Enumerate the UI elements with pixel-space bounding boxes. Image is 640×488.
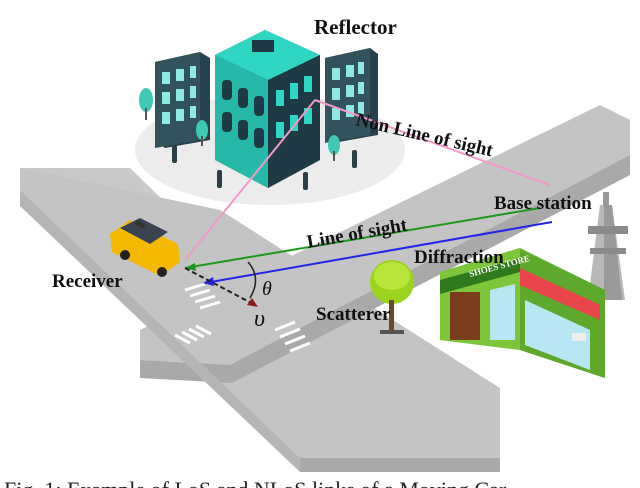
- theta-arc: [247, 261, 257, 299]
- velocity-vector: [184, 267, 256, 306]
- label-diffraction: Diffraction: [414, 247, 504, 268]
- road-main-edge: [300, 458, 500, 472]
- shoes-store: SHOES STORE: [440, 248, 605, 378]
- velocity-arrowhead: [247, 298, 258, 307]
- diffraction-path: [204, 221, 553, 284]
- nlos-path-reflector-receiver: [184, 99, 316, 261]
- road-left-edge: [20, 190, 300, 472]
- label-reflector: Reflector: [314, 15, 397, 39]
- label-base-station: Base station: [494, 193, 592, 214]
- side-building-left: [155, 52, 210, 148]
- label-receiver: Receiver: [52, 271, 123, 292]
- figure-caption: Fig. 1: Example of LoS and NLoS links of…: [4, 477, 507, 488]
- base-station-tower: [588, 192, 628, 300]
- security-camera: [572, 333, 586, 341]
- nlos-path-bs-reflector: [314, 99, 551, 186]
- propagation-paths: [184, 99, 553, 307]
- store-window-left: [490, 284, 515, 340]
- store-awning: [520, 268, 600, 320]
- label-velocity: υ: [254, 306, 265, 332]
- reflector-building: [215, 30, 320, 188]
- label-theta: θ: [262, 278, 272, 300]
- taxi-car: [110, 218, 180, 277]
- store-window-right: [525, 300, 590, 370]
- crosswalk: [174, 282, 311, 353]
- los-arrowhead: [185, 263, 196, 271]
- scatterer-tree: [370, 260, 414, 334]
- los-path: [184, 207, 541, 269]
- rooftop-unit: [252, 40, 274, 52]
- pedestrians: [172, 145, 357, 190]
- label-scatterer: Scatterer: [316, 304, 391, 325]
- side-building-right: [325, 48, 378, 143]
- plaza-trees: [139, 88, 340, 161]
- store-door: [450, 292, 480, 340]
